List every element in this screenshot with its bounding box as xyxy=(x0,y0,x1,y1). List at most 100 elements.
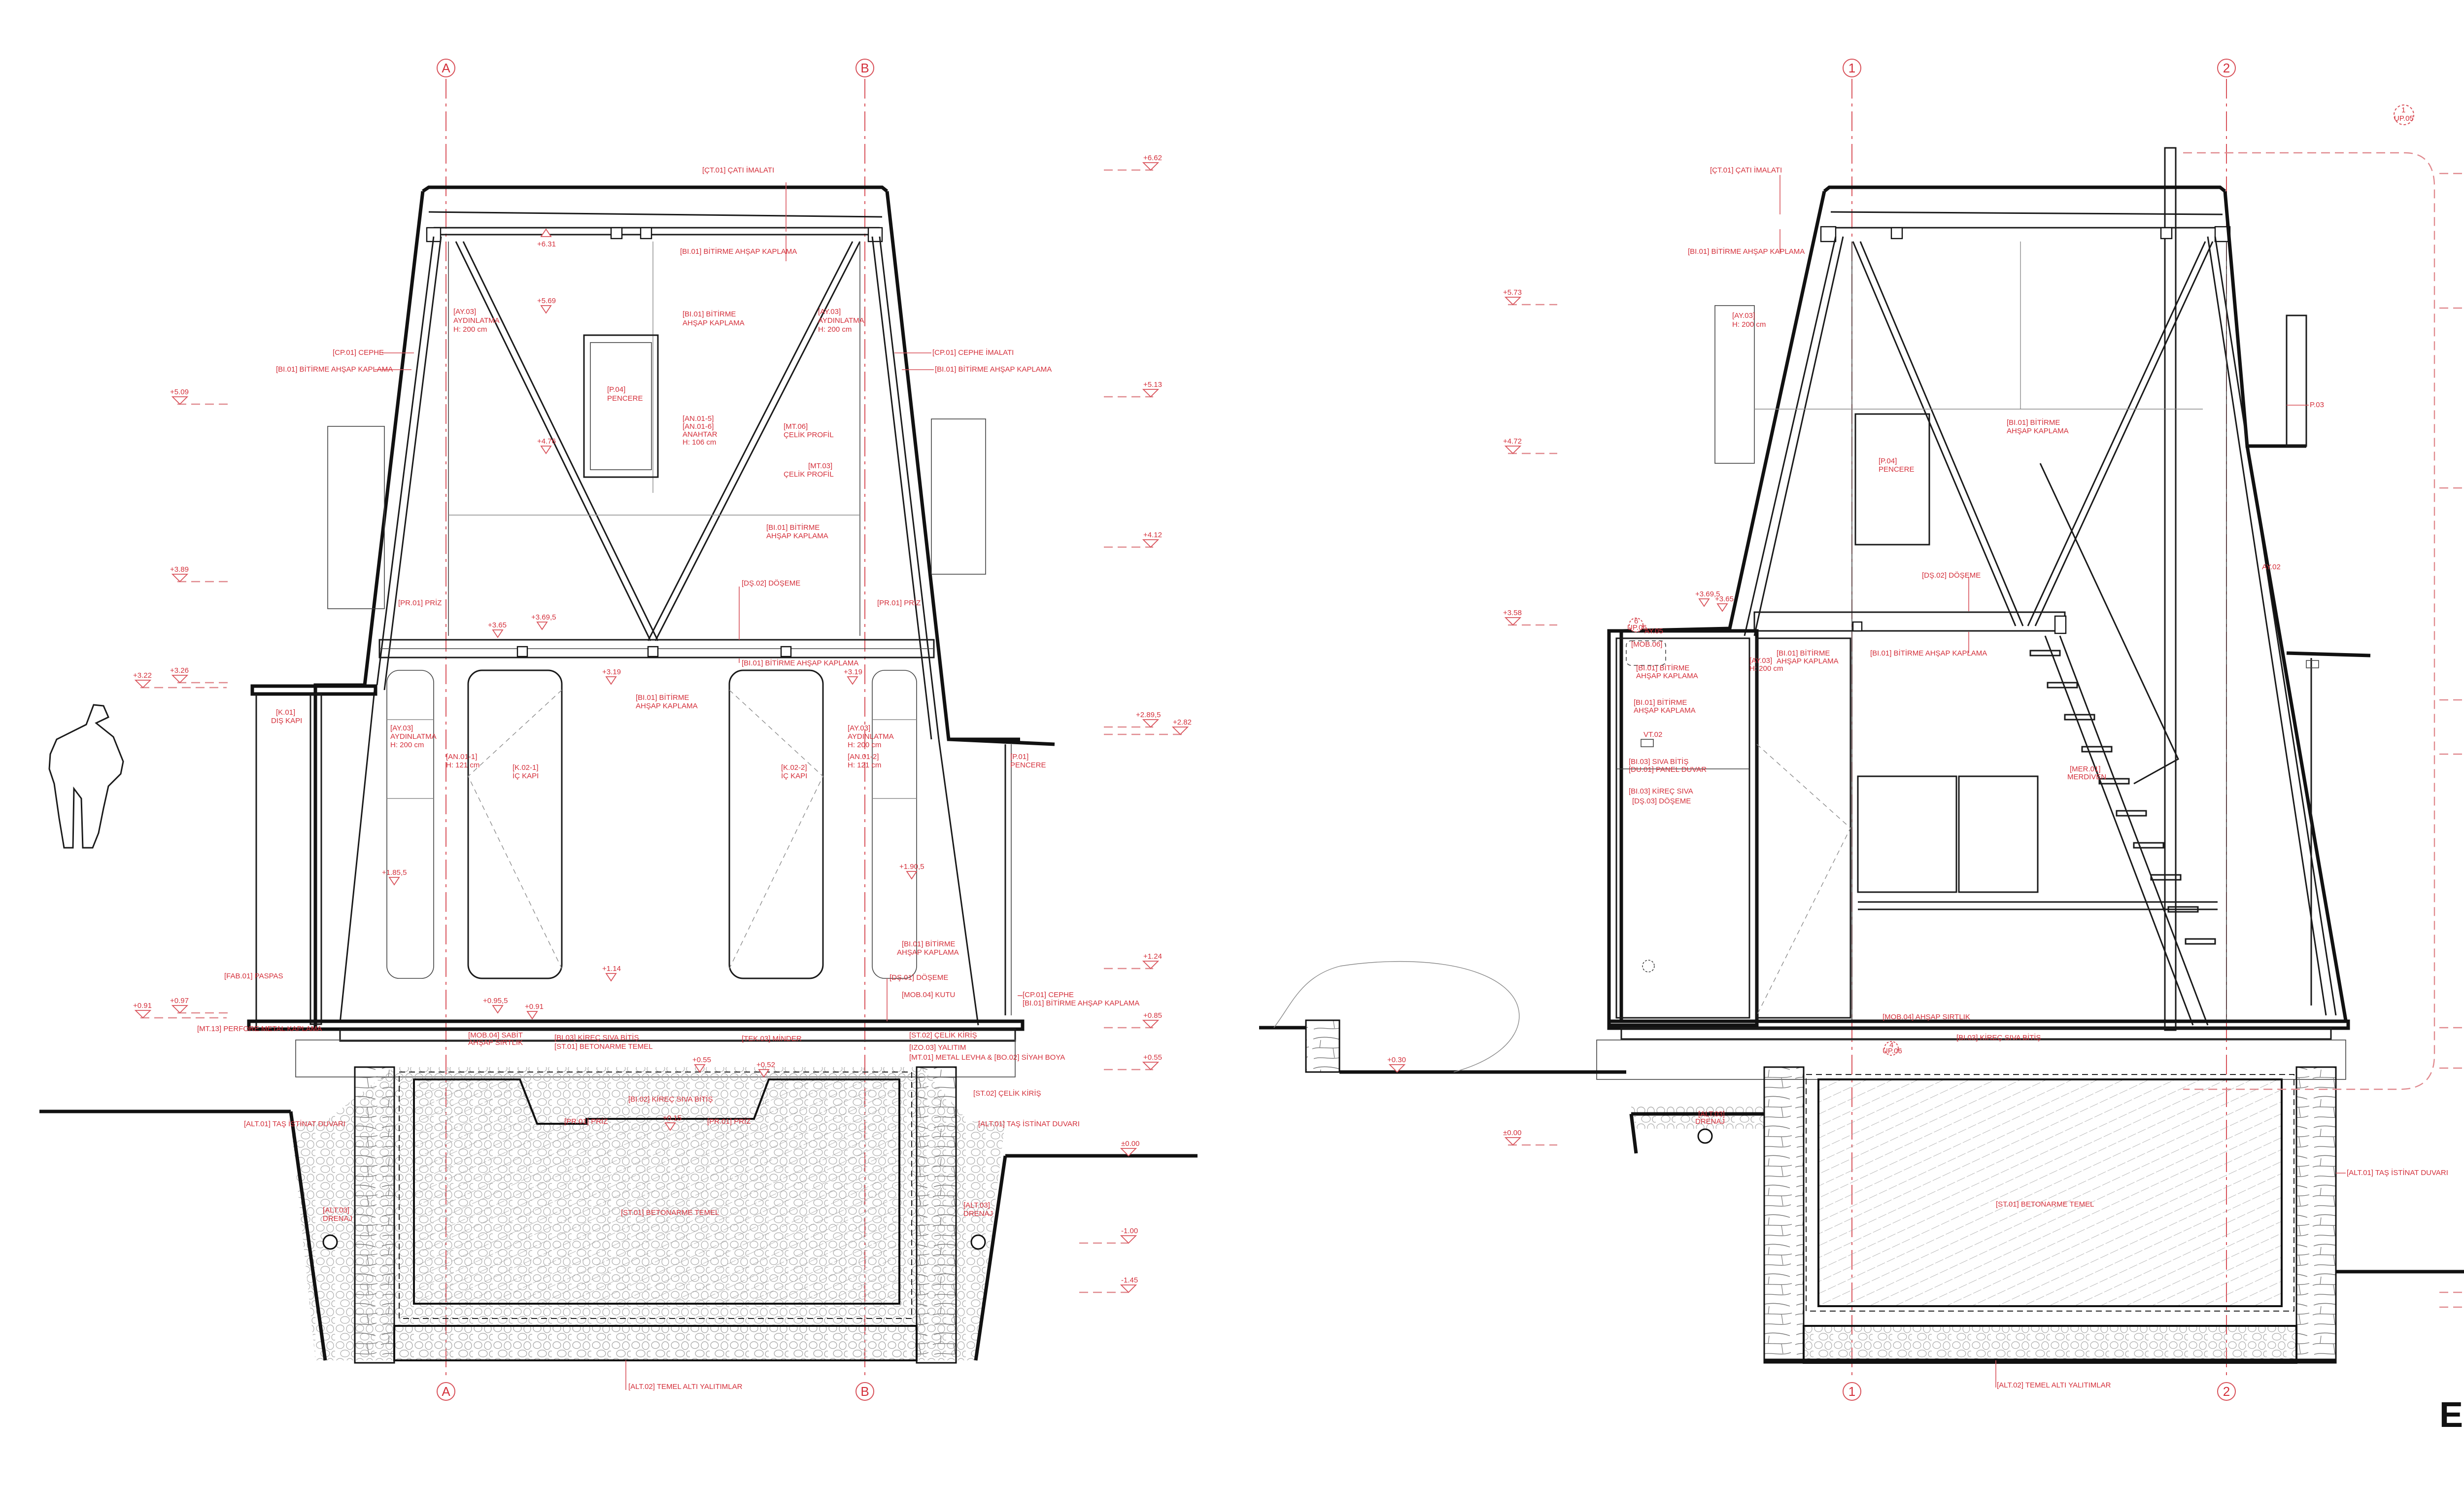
svg-text:DRENAJ: DRENAJ xyxy=(963,1210,993,1218)
svg-text:-1.00: -1.00 xyxy=(1121,1227,1138,1235)
drain-pipe-right xyxy=(970,1234,986,1250)
svg-text:+1.85,5: +1.85,5 xyxy=(382,868,407,877)
svg-text:AHŞAP KAPLAMA: AHŞAP KAPLAMA xyxy=(1636,672,1698,680)
svg-text:+0.91: +0.91 xyxy=(525,1003,544,1011)
svg-text:[MT.06]: [MT.06] xyxy=(784,422,808,431)
closet-left xyxy=(386,670,434,979)
foundation-left xyxy=(39,1066,1198,1364)
svg-text:+0.95,5: +0.95,5 xyxy=(483,997,508,1005)
svg-text:+6.62: +6.62 xyxy=(1143,154,1162,162)
svg-text:[BI.03] KİREÇ SIVA BİTİŞ: [BI.03] KİREÇ SIVA BİTİŞ xyxy=(1956,1033,2041,1042)
mid-floor-slab xyxy=(378,639,935,658)
flue-pipe xyxy=(2164,147,2177,1031)
svg-text:[BI.01] BİTİRME AHŞAP KAPLAMA: [BI.01] BİTİRME AHŞAP KAPLAMA xyxy=(1870,649,1987,658)
exterior-walls-right xyxy=(1619,191,2348,1023)
svg-text:+3.65: +3.65 xyxy=(1715,595,1734,603)
svg-text:±0.00: ±0.00 xyxy=(1121,1140,1139,1148)
svg-text:[MT.03]: [MT.03] xyxy=(808,462,832,470)
svg-text:AYDINLATMA: AYDINLATMA xyxy=(390,732,437,741)
svg-text:[BI.01] BİTİRME: [BI.01] BİTİRME xyxy=(683,310,736,318)
svg-text:VT.02: VT.02 xyxy=(1643,730,1662,739)
svg-text:+1.90,5: +1.90,5 xyxy=(899,863,924,871)
svg-text:[BI.01] BİTİRME AHŞAP KAPLAMA: [BI.01] BİTİRME AHŞAP KAPLAMA xyxy=(742,658,858,667)
svg-text:[AY.03]: [AY.03] xyxy=(453,308,476,316)
svg-text:[ST.01] BETONARME TEMEL: [ST.01] BETONARME TEMEL xyxy=(1996,1200,2094,1209)
foundation-right xyxy=(1629,1066,2337,1364)
svg-text:H: 121 cm: H: 121 cm xyxy=(848,761,881,769)
svg-text:+0.55: +0.55 xyxy=(692,1056,711,1064)
svg-text:[BI.01] BİTİRME AHŞAP KAPLAMA: [BI.01] BİTİRME AHŞAP KAPLAMA xyxy=(935,365,1052,374)
svg-text:[MOB.04] KUTU: [MOB.04] KUTU xyxy=(902,991,955,999)
svg-text:[MOB.04] AHŞAP SIRTLIK: [MOB.04] AHŞAP SIRTLIK xyxy=(1882,1013,1970,1021)
section-right: 1 1 2 2 xyxy=(1259,59,2464,1401)
svg-text:[MOB.06]: [MOB.06] xyxy=(1631,640,1662,649)
svg-text:[ALT.03]: [ALT.03] xyxy=(323,1206,349,1214)
svg-text:[BI.03] KİREÇ SIVA BİTİŞ: [BI.03] KİREÇ SIVA BİTİŞ xyxy=(554,1033,639,1042)
svg-text:P.03: P.03 xyxy=(2310,401,2324,409)
svg-text:[TEK.03] MİNDER: [TEK.03] MİNDER xyxy=(742,1034,802,1043)
svg-text:[AY.03]: [AY.03] xyxy=(390,724,413,732)
svg-text:1: 1 xyxy=(1848,1384,1855,1399)
svg-text:[MER.01]: [MER.01] xyxy=(2070,765,2101,773)
svg-text:[AY.03]: [AY.03] xyxy=(1749,657,1772,665)
svg-text:[K.02-1]: [K.02-1] xyxy=(513,763,539,772)
label-roof-right: [ÇT.01] ÇATI İMALATI xyxy=(1710,166,1782,174)
svg-text:[BI.01] BİTİRME: [BI.01] BİTİRME xyxy=(902,939,955,948)
exterior-walls xyxy=(313,191,1020,1028)
svg-text:±0.00: ±0.00 xyxy=(1503,1129,1521,1137)
svg-text:[AY.03]: [AY.03] xyxy=(848,724,870,732)
svg-text:[DŞ.02] DÖŞEME: [DŞ.02] DÖŞEME xyxy=(1922,571,1981,580)
svg-text:[K.01]: [K.01] xyxy=(276,708,295,717)
svg-text:[AY.03]: [AY.03] xyxy=(1732,312,1755,320)
svg-text:+0.30: +0.30 xyxy=(1387,1056,1406,1064)
annotations-right: [ÇT.01] ÇATI İMALATI [BI.01] BİTİRME AHŞ… xyxy=(1627,104,2448,1389)
svg-text:[FAB.01] PASPAS: [FAB.01] PASPAS xyxy=(224,972,283,980)
svg-text:[MT.01] METAL LEVHA & [BO.02]: [MT.01] METAL LEVHA & [BO.02] SİYAH BOYA xyxy=(909,1053,1065,1062)
svg-text:[BI.01] BİTİRME: [BI.01] BİTİRME xyxy=(1777,649,1830,658)
svg-text:AHŞAP KAPLAMA: AHŞAP KAPLAMA xyxy=(766,532,828,540)
svg-text:[MOB.04] SABİT: [MOB.04] SABİT xyxy=(468,1031,523,1040)
svg-text:[ST.02] ÇELİK KİRİŞ: [ST.02] ÇELİK KİRİŞ xyxy=(973,1089,1041,1098)
svg-text:[P.04]: [P.04] xyxy=(607,385,625,394)
svg-text:+5.09: +5.09 xyxy=(170,388,189,396)
svg-text:[ALT.01] TAŞ İSTİNAT DUVARI: [ALT.01] TAŞ İSTİNAT DUVARI xyxy=(2347,1168,2448,1177)
svg-text:+4.12: +4.12 xyxy=(1143,531,1162,539)
svg-text:ANAHTAR: ANAHTAR xyxy=(683,430,718,439)
svg-text:[BI.01] BİTİRME: [BI.01] BİTİRME xyxy=(636,693,689,702)
grid-label-2: 2 xyxy=(2223,61,2230,75)
closet-right xyxy=(872,670,917,979)
side-panel-left xyxy=(327,426,385,609)
svg-text:PENCERE: PENCERE xyxy=(607,394,643,403)
svg-text:+5.13: +5.13 xyxy=(1143,381,1162,389)
window-p04-right xyxy=(1854,413,1930,546)
svg-text:[K.02-2]: [K.02-2] xyxy=(781,763,807,772)
svg-text:[AN.01-5]: [AN.01-5] xyxy=(683,415,714,423)
label-roof: [ÇT.01] ÇATI İMALATI xyxy=(702,166,774,174)
elevation-markers-left: +5.09 +3.89 +3.22 +3.26 +0.91 +0.97 +6.6… xyxy=(133,154,1192,1293)
svg-text:[PR.01] PRİZ: [PR.01] PRİZ xyxy=(877,598,921,607)
svg-text:AHŞAP KAPLAMA: AHŞAP KAPLAMA xyxy=(1634,706,1696,715)
svg-text:PENCERE: PENCERE xyxy=(1879,465,1915,474)
svg-text:1: 1 xyxy=(2401,106,2405,114)
svg-text:[ALT.03]: [ALT.03] xyxy=(1698,1110,1725,1118)
svg-text:+3.58: +3.58 xyxy=(1503,609,1522,617)
svg-text:+6.31: +6.31 xyxy=(537,240,556,248)
svg-text:[PR.01] PRİZ: [PR.01] PRİZ xyxy=(398,598,442,607)
svg-text:[ST.02] ÇELİK KİRİŞ: [ST.02] ÇELİK KİRİŞ xyxy=(909,1031,977,1040)
svg-text:B: B xyxy=(860,1384,869,1399)
svg-text:AHŞAP KAPLAMA: AHŞAP KAPLAMA xyxy=(1777,657,1839,665)
svg-text:6: 6 xyxy=(1634,617,1638,625)
window-canopy-right-2 xyxy=(2286,651,2371,1005)
annotations-left: [ÇT.01] ÇATI İMALATI [BI.01] BİTİRME AHŞ… xyxy=(197,166,1139,1391)
label-facade-right: [CP.01] CEPHE İMALATI xyxy=(932,348,1014,357)
svg-text:PENCERE: PENCERE xyxy=(1010,761,1046,769)
svg-text:[ALT.01] TAŞ İSTİNAT DUVARI: [ALT.01] TAŞ İSTİNAT DUVARI xyxy=(978,1119,1080,1128)
window-canopy-right xyxy=(948,737,1055,1015)
svg-text:AHŞAP KAPLAMA: AHŞAP KAPLAMA xyxy=(2007,427,2069,435)
svg-text:DIŞ KAPI: DIŞ KAPI xyxy=(271,717,302,725)
svg-text:[BI.03] KİREÇ SIVA: [BI.03] KİREÇ SIVA xyxy=(1629,787,1693,796)
svg-text:[ST.01] BETONARME TEMEL: [ST.01] BETONARME TEMEL xyxy=(621,1209,719,1217)
svg-text:H: 200 cm: H: 200 cm xyxy=(453,325,487,334)
svg-text:+3.19: +3.19 xyxy=(602,668,621,676)
svg-text:+0.15: +0.15 xyxy=(663,1114,682,1122)
